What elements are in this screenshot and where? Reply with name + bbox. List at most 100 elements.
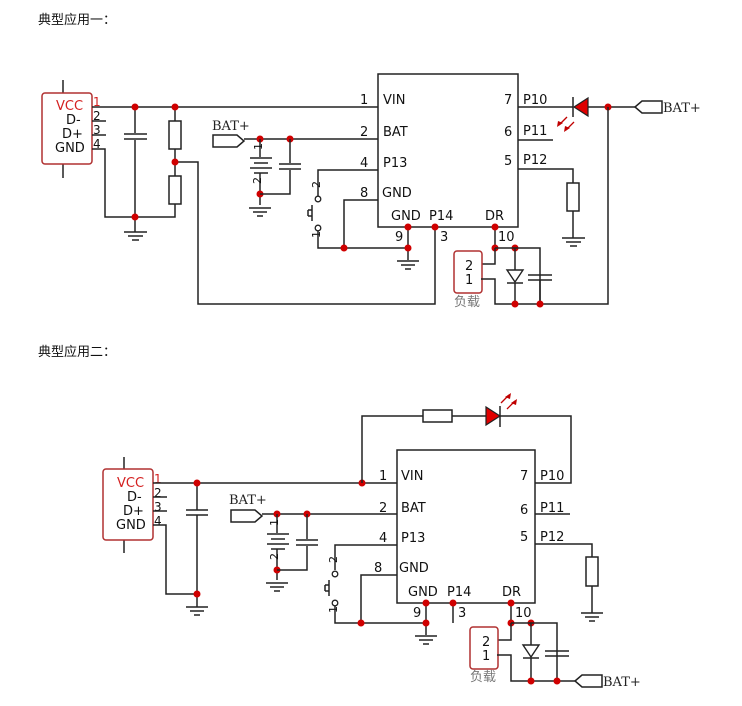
ground-icon: [186, 606, 208, 616]
battery-pin-1: 1: [252, 143, 265, 150]
ic-pin-num: 6: [504, 125, 512, 140]
switch-pin-2: 2: [327, 556, 340, 563]
ic-pin-label-p12: P12: [540, 530, 564, 545]
load-pin-2: 2: [465, 259, 473, 274]
resistor-p12: [585, 556, 599, 587]
usb-pin-num-3: 3: [93, 123, 101, 137]
usb-pin-label-vcc: VCC: [56, 99, 83, 114]
wire-usb-gnd: [153, 524, 197, 595]
ic-pin-label-p13: P13: [383, 156, 407, 171]
resistor-divider-top: [168, 120, 182, 150]
ic-pin-num: 2: [360, 125, 368, 140]
usb-connector-body: [102, 468, 154, 541]
ground-icon: [415, 635, 437, 645]
ic-pin-label-bat: BAT: [383, 125, 408, 140]
ground-icon: [266, 582, 288, 592]
net-label-bat-plus-shape: [212, 134, 246, 148]
ic-pin-label-gnd-bottom: GND: [408, 585, 438, 600]
diode-icon: [505, 269, 525, 284]
led-icon: [572, 96, 589, 118]
usb-pin-num-2: 2: [93, 109, 101, 123]
ground-icon: [581, 612, 603, 622]
ic-pin-label-vin: VIN: [383, 93, 405, 108]
load-label: 负载: [470, 670, 496, 685]
ic-pin-num: 5: [520, 530, 528, 545]
usb-connector-1: VCC D- D+ GND 1 2 3 4: [41, 80, 106, 178]
usb-pin-num-2: 2: [154, 486, 162, 500]
wire-p13: [317, 169, 378, 196]
battery-pin-2: 2: [268, 553, 281, 560]
load-connector-2: [469, 626, 499, 670]
ic-pin-label-p11: P11: [540, 501, 564, 516]
ic-pin-label-gnd: GND: [382, 186, 412, 201]
usb-pin-num-3: 3: [154, 500, 162, 514]
switch-pin-1: 1: [327, 606, 340, 613]
ic-pin-num: 1: [379, 469, 387, 484]
net-label-bat-plus: BAT+: [603, 675, 641, 690]
ground-icon: [249, 207, 271, 217]
ic-pin-num: 8: [374, 561, 382, 576]
resistor-p12: [566, 182, 580, 212]
push-button-switch-icon: [324, 570, 339, 607]
usb-pin-label-dplus: D+: [62, 127, 83, 142]
ic-pin-num: 4: [379, 531, 387, 546]
usb-pin-label-gnd: GND: [55, 141, 85, 156]
ic-pin-label-vin: VIN: [401, 469, 423, 484]
ic-pin-num: 3: [458, 606, 466, 621]
usb-pin-label-dminus: D-: [127, 490, 142, 505]
led-icon: [485, 405, 502, 427]
net-label-bat-plus-shape: [230, 509, 264, 523]
ic-pin-num: 5: [504, 154, 512, 169]
ic-pin-num: 9: [413, 606, 421, 621]
ic-chip-1: [377, 73, 519, 228]
ic-pin-label-dr: DR: [485, 209, 504, 224]
usb-pin-label-gnd: GND: [116, 518, 146, 533]
ic-pin-num: 6: [520, 503, 528, 518]
load-connector-1: [453, 250, 483, 294]
ic-pin-num: 7: [520, 469, 528, 484]
net-label-bat-plus: BAT+: [212, 119, 250, 134]
usb-pin-label-dplus: D+: [123, 504, 144, 519]
wire-usb-gnd: [92, 148, 176, 218]
ic-pin-num: 7: [504, 93, 512, 108]
switch-pin-1: 1: [310, 231, 323, 238]
switch-pin-2: 2: [310, 181, 323, 188]
ic-pin-label-p10: P10: [540, 469, 564, 484]
net-label-bat-plus-shape: [633, 100, 663, 114]
push-button-switch-icon: [307, 195, 322, 232]
ic-pin-num: 10: [515, 606, 532, 621]
battery-pin-2: 2: [251, 177, 264, 184]
ic-pin-num: 8: [360, 186, 368, 201]
load-pin-1: 1: [482, 649, 490, 664]
load-label: 负载: [454, 295, 480, 310]
heading-application-2: 典型应用二：: [38, 345, 117, 360]
ic-pin-label-p14: P14: [429, 209, 453, 224]
usb-connector-2: VCC D- D+ GND 1 2 3 4: [102, 457, 167, 553]
ic-pin-label-p10: P10: [523, 93, 547, 108]
usb-pin-num-1: 1: [93, 95, 101, 109]
ground-icon: [397, 260, 419, 270]
load-pin-2: 2: [482, 635, 490, 650]
usb-pin-num-1: 1: [154, 472, 162, 486]
resistor-led: [422, 409, 453, 423]
ic-pin-label-dr: DR: [502, 585, 521, 600]
usb-connector-body: [41, 92, 93, 165]
wire-divider-p14: [175, 161, 436, 305]
usb-pin-num-4: 4: [154, 514, 162, 528]
load-pin-1: 1: [465, 273, 473, 288]
battery-icon: [267, 514, 289, 580]
ic-pin-num: 2: [379, 501, 387, 516]
ic-chip-2: [396, 449, 536, 604]
ic-pin-num: 9: [395, 230, 403, 245]
battery-icon: [250, 139, 272, 205]
ic-pin-label-gnd: GND: [399, 561, 429, 576]
ic-pin-label-gnd-bottom: GND: [391, 209, 421, 224]
ic-pin-label-p14: P14: [447, 585, 471, 600]
usb-pin-label-dminus: D-: [66, 113, 81, 128]
led-light-arrows-icon: [500, 393, 517, 410]
ic-pin-label-bat: BAT: [401, 501, 426, 516]
diode-icon: [521, 644, 541, 659]
ic-pin-num: 1: [360, 93, 368, 108]
circuit-2: VCC D- D+ GND 1 2 3 4: [102, 393, 641, 690]
